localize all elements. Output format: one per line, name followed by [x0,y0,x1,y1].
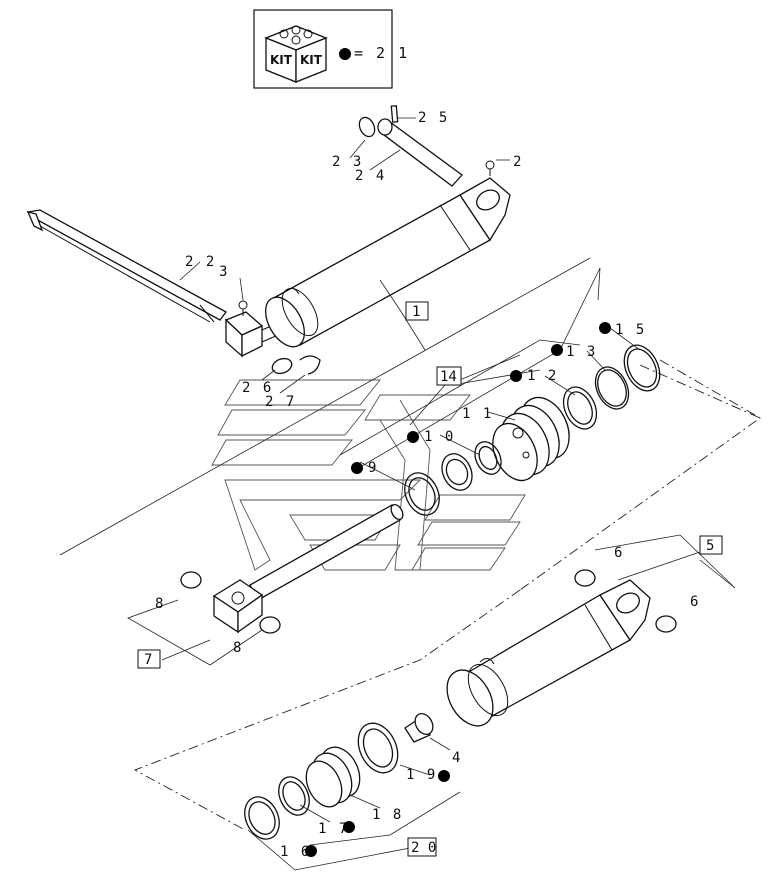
kit-dot-icon [351,462,363,474]
callout-3: 3 [219,264,229,280]
kit-legend-box: KIT KIT = 2 1 [253,9,409,89]
kit-dot-icon [407,431,419,443]
callout-17: 1 7 [318,821,349,837]
callout-9: 9 [368,460,378,476]
kit-dot-icon [339,48,351,60]
upper-cylinder-assembly [26,105,511,375]
piston-rod-assembly [180,503,404,634]
callout-1: 1 [412,304,420,320]
callout-22: 2 2 [185,254,216,270]
callout-8a: 8 [155,596,165,612]
kit-reference: = 2 1 [354,44,409,62]
callout-5: 5 [706,538,714,554]
callout-18: 1 8 [372,807,403,823]
leader-lines [127,117,736,871]
callout-19: 1 9 [406,767,437,783]
kit-dot-icon [305,845,317,857]
callout-15: 1 5 [615,322,646,338]
callout-25: 2 5 [418,110,449,126]
callout-6a: 6 [614,545,624,561]
callout-6b: 6 [690,594,700,610]
part-callouts: 1 5 7 14 2 0 2 3 4 6 6 8 8 9 1 0 1 1 1 2… [137,110,723,860]
callout-16: 1 6 [280,844,311,860]
assembly-reference-lines [59,257,601,556]
kit-label-right: KIT [300,53,323,67]
lower-cylinder-assembly [404,569,677,743]
callout-24: 2 4 [355,168,386,184]
callout-4: 4 [452,750,462,766]
callout-14: 14 [440,369,457,385]
gland-seal-parts [244,722,399,840]
kit-dot-icon [438,770,450,782]
callout-7: 7 [144,652,152,668]
callout-20: 2 0 [411,840,436,856]
piston-seal-parts [404,344,661,516]
kit-label-left: KIT [270,53,293,67]
kit-dot-icon [551,344,563,356]
kit-dot-icon [510,370,522,382]
watermark-logo [211,379,526,571]
callout-26: 2 6 [242,380,273,396]
callout-27: 2 7 [265,394,296,410]
callout-10: 1 0 [424,429,455,445]
callout-12: 1 2 [527,368,558,384]
callout-2: 2 [513,154,523,170]
kit-dot-icon [343,821,355,833]
callout-23: 2 3 [332,154,363,170]
callout-11: 1 1 [462,406,493,422]
callout-13: 1 3 [566,344,597,360]
callout-8b: 8 [233,640,243,656]
kit-dot-icon [599,322,611,334]
